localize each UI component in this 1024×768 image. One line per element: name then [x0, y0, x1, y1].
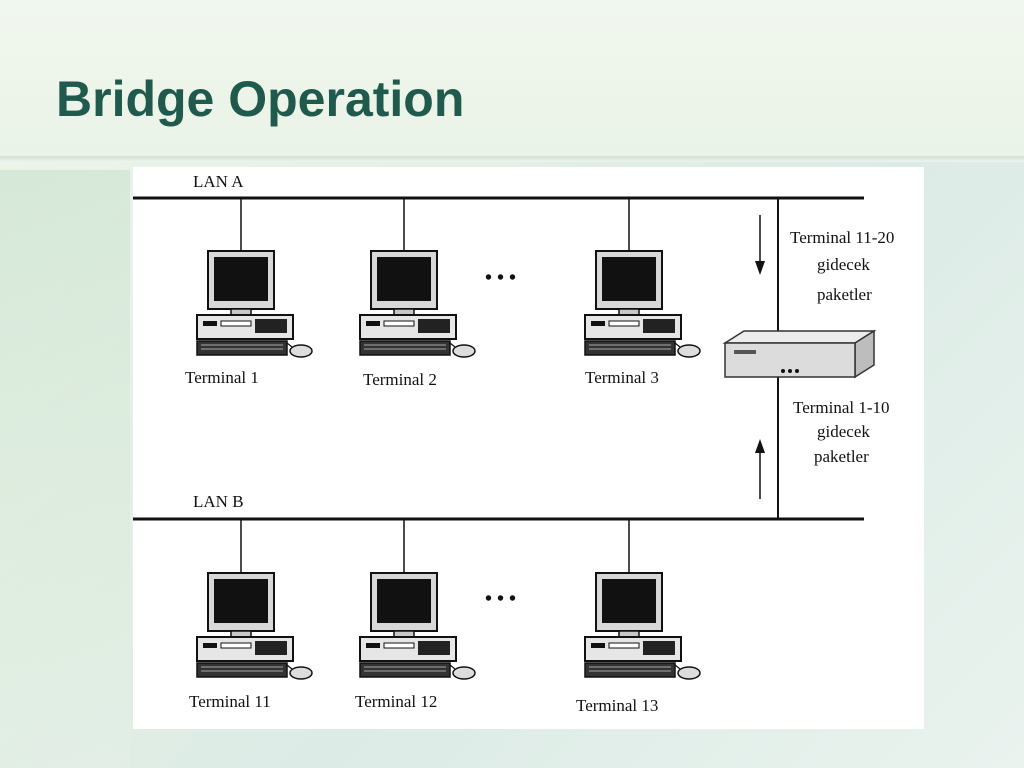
terminal-3-label: Terminal 3 — [585, 368, 659, 387]
terminal-11-label: Terminal 11 — [189, 692, 271, 711]
terminal-1-label: Terminal 1 — [185, 368, 259, 387]
computer-icon-terminal-3 — [584, 250, 701, 358]
terminal-2-label: Terminal 2 — [363, 370, 437, 389]
terminal-13-label: Terminal 13 — [576, 696, 658, 715]
computer-icon-terminal-1 — [196, 250, 313, 358]
bridge-note-top-line-1: Terminal 11-20 — [790, 228, 894, 247]
bridge-device-icon — [722, 329, 877, 379]
ellipsis-lan-a: • • • — [485, 267, 516, 289]
computer-icon-terminal-2 — [359, 250, 476, 358]
computer-icon-terminal-12 — [359, 572, 476, 680]
title-band — [0, 0, 1024, 158]
background-streak — [0, 170, 130, 768]
bridge-note-top-line-3: paketler — [817, 285, 872, 304]
slide-title: Bridge Operation — [56, 71, 465, 127]
arrow-down-icon — [755, 215, 765, 275]
ellipsis-lan-b: • • • — [485, 588, 516, 610]
bridge-diagram: LAN A Terminal 1 Terminal 2 Terminal 3 •… — [133, 167, 924, 729]
title-rule — [0, 156, 1024, 162]
bridge-note-bottom-line-3: paketler — [814, 447, 869, 466]
bridge-diagram-svg: LAN A Terminal 1 Terminal 2 Terminal 3 •… — [133, 172, 894, 715]
bridge-note-bottom-line-2: gidecek — [817, 422, 870, 441]
arrow-up-icon — [755, 439, 765, 499]
computer-icon-terminal-11 — [196, 572, 313, 680]
bridge-note-top-line-2: gidecek — [817, 255, 870, 274]
lan-a-label: LAN A — [193, 172, 244, 191]
terminal-12-label: Terminal 12 — [355, 692, 437, 711]
computer-icon-terminal-13 — [584, 572, 701, 680]
lan-b-label: LAN B — [193, 492, 244, 511]
bridge-note-bottom-line-1: Terminal 1-10 — [793, 398, 890, 417]
